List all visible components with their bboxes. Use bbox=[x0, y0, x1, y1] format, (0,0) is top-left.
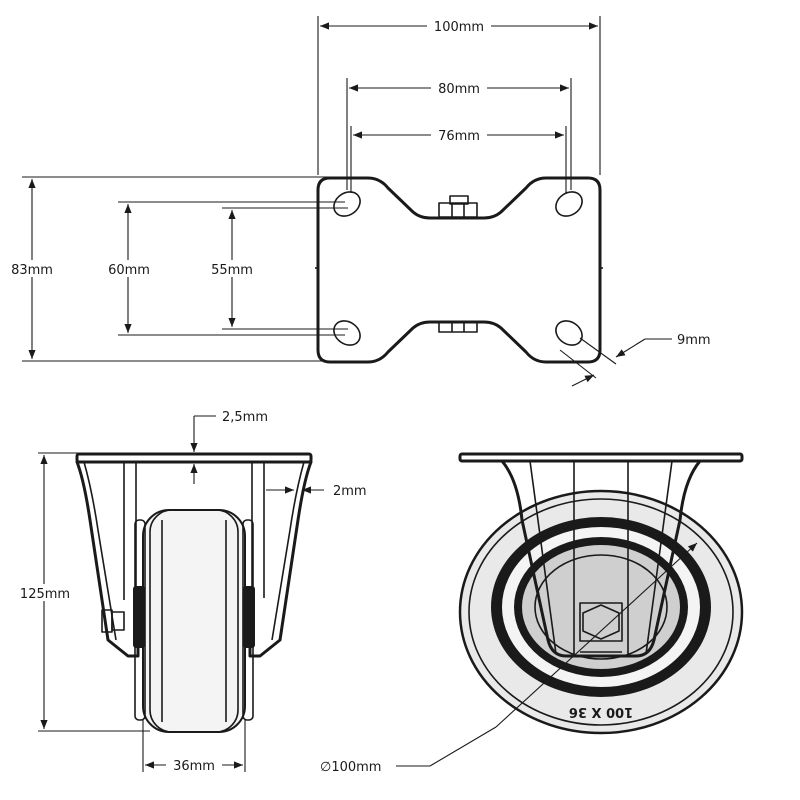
top-view-plate bbox=[315, 176, 603, 364]
mounting-plate-outline bbox=[316, 176, 602, 364]
side-view-caster bbox=[75, 452, 313, 733]
axle-bolt-side bbox=[101, 609, 125, 633]
front-view-dimensions: ∅100mm bbox=[316, 542, 698, 775]
mounting-hole-bottom-right bbox=[555, 320, 583, 346]
fork-left bbox=[75, 460, 140, 658]
dim-wheel-diameter-100: ∅100mm bbox=[320, 760, 381, 775]
mounting-hole-top-left bbox=[333, 191, 361, 217]
side-view-dimensions: 2,5mm 2mm 125mm 36mm bbox=[14, 410, 367, 774]
dim-hole-spacing-80: 80mm bbox=[438, 82, 480, 97]
mounting-hole-top-right bbox=[555, 191, 583, 217]
tire-marking-text: 100 X 36 bbox=[569, 704, 633, 719]
dim-width-100: 100mm bbox=[434, 20, 484, 35]
dim-plate-2-5: 2,5mm bbox=[222, 410, 268, 425]
dim-height-83: 83mm bbox=[11, 263, 53, 278]
axle-nut-front bbox=[579, 602, 623, 653]
dim-vertical-55: 55mm bbox=[211, 263, 253, 278]
fork-right bbox=[248, 460, 313, 658]
dim-vertical-60: 60mm bbox=[108, 263, 150, 278]
top-view-dimensions: 100mm 80mm 76mm 83mm 60mm 55mm bbox=[6, 16, 711, 387]
side-top-plate bbox=[75, 452, 313, 464]
axle-nut-top bbox=[438, 195, 478, 218]
axle-nut-bottom bbox=[438, 321, 478, 333]
dim-height-125: 125mm bbox=[20, 587, 70, 602]
dim-fork-2: 2mm bbox=[333, 484, 367, 499]
wheel-front bbox=[458, 489, 744, 735]
mounting-hole-bottom-left bbox=[333, 320, 361, 346]
front-fork bbox=[500, 459, 702, 658]
dim-slot-9: 9mm bbox=[677, 333, 711, 348]
wheel-side bbox=[133, 509, 255, 733]
dim-wheel-width-36: 36mm bbox=[173, 759, 215, 774]
dim-hole-spacing-76: 76mm bbox=[438, 129, 480, 144]
front-view-caster: 100 X 36 bbox=[458, 452, 744, 735]
